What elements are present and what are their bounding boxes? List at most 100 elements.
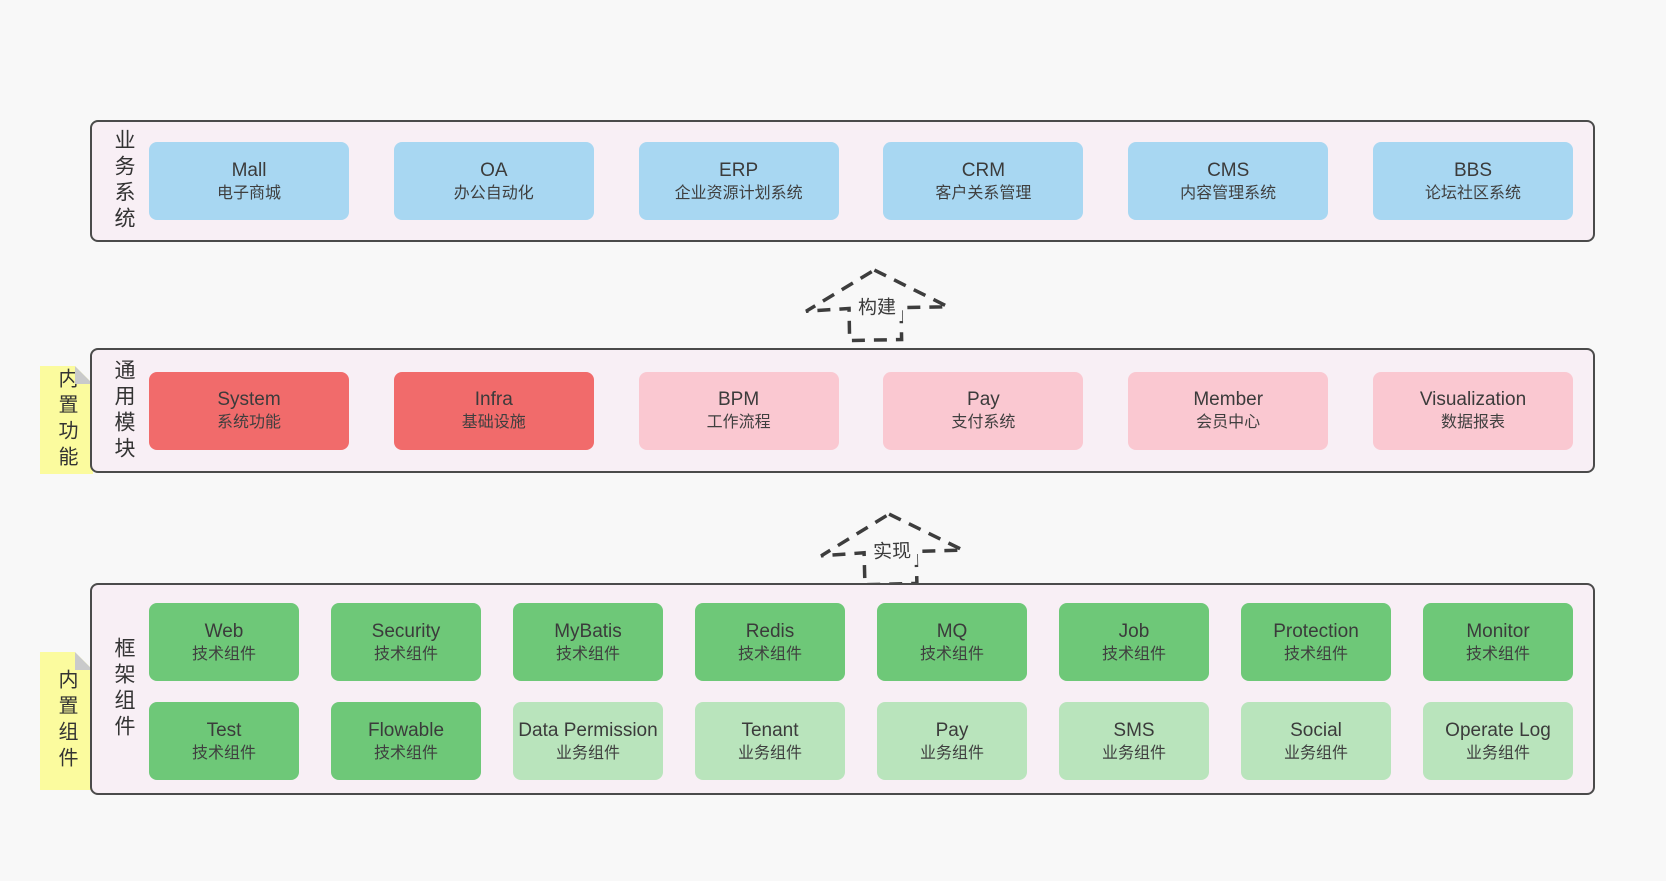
box-desc: 技术组件 [1101,645,1166,663]
box-name: Pay [935,719,969,741]
box-desc: 技术组件 [555,645,620,663]
box-name: Web [204,620,244,642]
box-desc: 技术组件 [1283,645,1348,663]
box-name: Redis [745,620,795,642]
box-crm: CRM 客户关系管理 [883,142,1084,220]
box-member: Member 会员中心 [1128,371,1329,450]
box-desc: 支付系统 [951,414,1016,432]
box-desc: 工作流程 [706,414,771,432]
block-arrow-up-icon [805,268,949,343]
box-sms: SMS 业务组件 [1059,702,1209,780]
box-flowable: Flowable 技术组件 [331,702,481,780]
box-desc: 技术组件 [919,645,984,663]
box-name: Pay [967,389,1000,411]
layer-title: 框架组件 [112,637,135,741]
box-desc: 系统功能 [216,414,281,432]
box-name: CMS [1207,159,1250,181]
box-desc: 论坛社区系统 [1424,184,1521,202]
box-data-permission: Data Permission 业务组件 [513,702,663,780]
box-tenant: Tenant 业务组件 [695,702,845,780]
box-cms: CMS 内容管理系统 [1128,142,1329,220]
box-name: CRM [961,159,1006,181]
box-desc: 技术组件 [737,645,802,663]
box-name: Tenant [741,719,799,741]
box-desc: 技术组件 [373,744,438,762]
arrow-build-up: 构建 [801,265,952,346]
box-name: Test [206,719,242,741]
box-desc: 业务组件 [1283,744,1348,762]
box-name: System [217,389,281,411]
box-mybatis: MyBatis 技术组件 [513,603,663,681]
box-desc: 基础设施 [461,414,526,432]
box-desc: 技术组件 [191,645,256,663]
box-desc: 技术组件 [373,645,438,663]
box-security: Security 技术组件 [331,603,481,681]
box-name: SMS [1113,719,1155,741]
box-pay: Pay 支付系统 [883,371,1084,450]
box-name: Protection [1273,620,1359,642]
box-desc: 会员中心 [1196,414,1261,432]
box-name: Security [371,620,441,642]
box-name: Monitor [1466,620,1530,642]
box-bbs: BBS 论坛社区系统 [1372,142,1573,220]
box-desc: 业务组件 [1465,744,1530,762]
box-name: MyBatis [554,620,622,642]
sticky-note-built-in-features: 内置功能 [40,366,93,474]
box-name: Visualization [1419,389,1527,411]
box-name: Flowable [367,719,445,741]
sticky-note-built-in-components: 内置组件 [40,652,93,790]
box-social: Social 业务组件 [1241,702,1391,780]
layer-title: 业务系统 [112,129,135,233]
box-desc: 客户关系管理 [935,184,1032,202]
box-mq: MQ 技术组件 [877,603,1027,681]
box-test: Test 技术组件 [149,702,299,780]
box-visualization: Visualization 数据报表 [1372,371,1573,450]
arrow-label: 构建 [851,290,903,322]
box-system: System 系统功能 [149,371,349,450]
box-desc: 技术组件 [191,744,256,762]
box-infra: Infra 基础设施 [393,371,594,450]
arrow-implement-up: 实现 [816,508,968,590]
box-web: Web 技术组件 [149,603,299,681]
box-desc: 内容管理系统 [1180,184,1277,202]
box-name: Mall [231,159,267,181]
sticky-note-text: 内置功能 [55,368,77,472]
box-desc: 办公自动化 [453,184,534,202]
box-name: Job [1118,620,1150,642]
box-pay: Pay 业务组件 [877,702,1027,780]
box-name: Social [1290,719,1342,741]
box-name: Operate Log [1445,719,1551,741]
layer-title: 通用模块 [112,358,135,463]
box-job: Job 技术组件 [1059,603,1209,681]
box-name: ERP [719,159,759,181]
sticky-note-text: 内置组件 [55,669,77,773]
box-desc: 业务组件 [1101,744,1166,762]
box-name: MQ [936,620,968,642]
box-name: Infra [474,389,513,411]
box-desc: 业务组件 [919,744,984,762]
box-protection: Protection 技术组件 [1241,603,1391,681]
box-name: Member [1193,389,1264,411]
box-desc: 数据报表 [1440,414,1505,432]
box-desc: 业务组件 [737,744,802,762]
box-name: BBS [1453,159,1492,181]
box-operate-log: Operate Log 业务组件 [1423,702,1573,780]
box-desc: 业务组件 [555,744,620,762]
box-name: Data Permission [518,719,658,741]
box-desc: 电子商城 [216,184,281,202]
arrow-label: 实现 [866,533,918,567]
box-mall: Mall 电子商城 [149,142,349,220]
